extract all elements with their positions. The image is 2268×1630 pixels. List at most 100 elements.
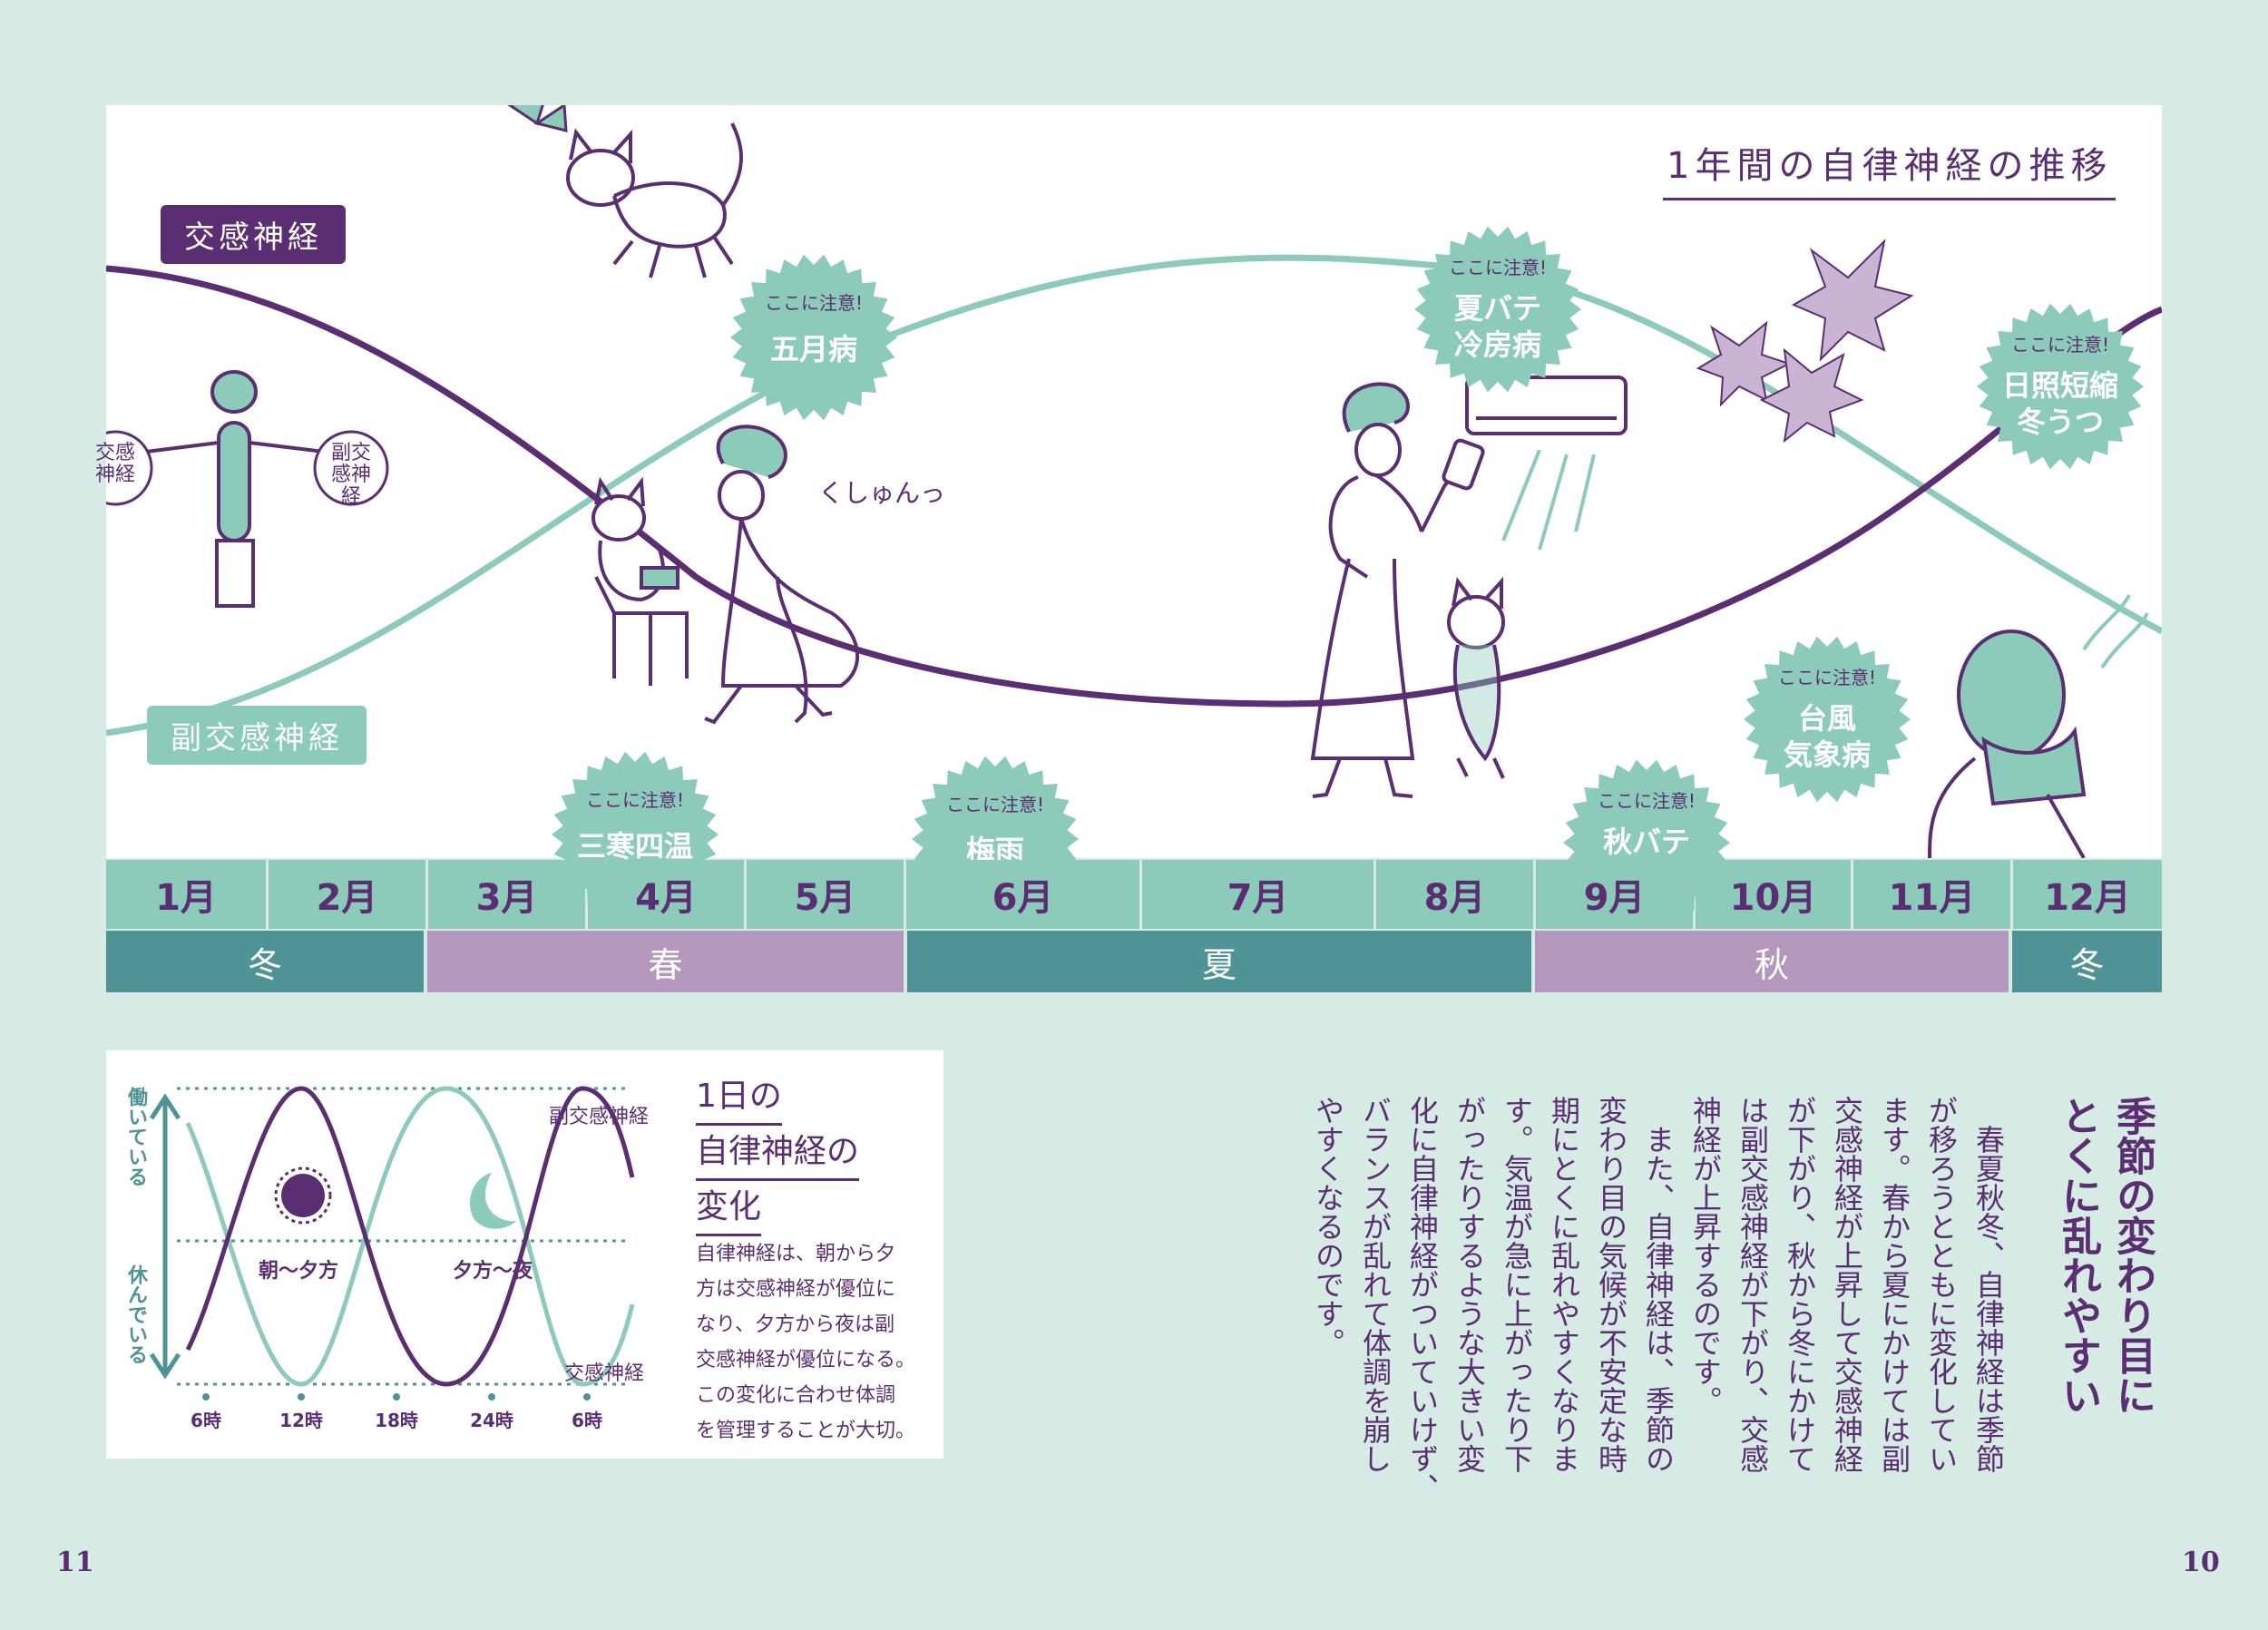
- moon-icon: [470, 1173, 516, 1229]
- daily-body-line: を管理することが大切。: [696, 1420, 916, 1442]
- article-column: は副交感神経が下がり、交感: [1735, 1096, 1770, 1473]
- article-column: 化に自律神経がついていけず、: [1405, 1096, 1440, 1502]
- caution-badge-text: 気象病: [1783, 737, 1871, 772]
- sneeze-text: くしゅんっ: [818, 478, 945, 508]
- caution-badge-header: ここに注意!: [585, 789, 685, 811]
- daily-body-line: この変化に合わせ体調: [696, 1384, 896, 1407]
- caution-badge: ここに注意! 夏バテ冷房病: [1414, 226, 1581, 393]
- caution-badge-text: 五月病: [769, 332, 857, 366]
- article-column: す。気温が急に上がったり下: [1500, 1096, 1534, 1473]
- daily-tick-label: 24時: [470, 1410, 513, 1431]
- daily-tick-label: 18時: [375, 1410, 418, 1431]
- annual-chart-svg: くしゅんっ: [106, 105, 2162, 858]
- daily-tick-label: 12時: [279, 1410, 323, 1431]
- sympathetic-annual-curve: [106, 265, 2162, 708]
- daily-tick-label: 6時: [572, 1410, 602, 1431]
- month-cell: 1月: [106, 860, 266, 929]
- article-column: 期にとくに乱れやすくなりま: [1547, 1096, 1581, 1473]
- daily-parasympathetic-label: 副交感神経: [549, 1106, 650, 1128]
- figure-right-circle: [313, 430, 389, 506]
- month-cell: 8月: [1376, 860, 1533, 929]
- tick-dots: [202, 1393, 591, 1401]
- winter-person-illustration: [1928, 594, 2149, 858]
- daily-body-line: 方は交感神経が優位に: [696, 1278, 896, 1301]
- article-body: 春夏秋冬、自律神経は季節が移ろうとともに変化しています。春から夏にかけては副交感…: [1311, 1096, 2012, 1522]
- month-cell: 6月: [906, 860, 1139, 929]
- daily-chart-panel: 働いている 休んでいる 副交感神経 交感神経 朝～夕方 夕方～夜 6時 12時 18…: [106, 1050, 943, 1459]
- annual-chart-title: 1年間の自律神経の推移: [1663, 136, 2116, 200]
- caution-badge: ここに注意! 台風気象病: [1744, 636, 1911, 803]
- shivering-cat-illustration: [1447, 576, 1505, 779]
- caution-badge-header: ここに注意!: [764, 292, 864, 314]
- axis-label-active: 働いている: [124, 1087, 147, 1186]
- article-column: が移ろうとともに変化してい: [1924, 1096, 1959, 1473]
- caution-badge-text: 台風: [1797, 701, 1856, 736]
- caution-badge-header: ここに注意!: [1777, 667, 1877, 688]
- month-cell: 10月: [1696, 860, 1851, 929]
- annual-chart-panel: くしゅんっ: [95, 105, 2162, 926]
- month-cell: 2月: [269, 860, 425, 929]
- daily-body-line: なり、夕方から夜は副: [696, 1313, 895, 1336]
- figure-left-circle: [106, 430, 153, 506]
- caution-badge-text: 夏バテ: [1453, 291, 1541, 326]
- caution-badge-text: 冷房病: [1453, 327, 1541, 362]
- article-heading-line-2: とくに乱れやすい: [2055, 1096, 2101, 1415]
- page-number-left: 11: [56, 1547, 94, 1578]
- season-cell: 春: [427, 931, 904, 992]
- daily-body-line: 交感神経が優位になる。: [696, 1349, 916, 1371]
- caution-badge-header: ここに注意!: [1448, 257, 1548, 278]
- caution-badge: ここに注意! 日照短縮冬うつ: [1977, 303, 2144, 470]
- caution-badge-text: 秋バテ: [1602, 825, 1690, 859]
- season-cell: 秋: [1535, 931, 2009, 992]
- caution-badge-header: ここに注意!: [2010, 334, 2110, 356]
- sneezing-woman-illustration: [704, 425, 859, 725]
- month-cell: 5月: [747, 860, 904, 929]
- walking-cat-illustration: [566, 122, 743, 278]
- daily-night-label: 夕方～夜: [453, 1260, 533, 1283]
- sun-icon: [274, 1166, 332, 1225]
- page-number-right: 10: [2182, 1547, 2220, 1578]
- daily-title-line-2: 自律神経の: [696, 1126, 860, 1181]
- balance-person-illustration: [123, 370, 347, 608]
- caution-badge-header: ここに注意!: [1597, 790, 1696, 812]
- parasympathetic-daily-curve: [185, 1086, 635, 1387]
- caution-badge-text: 三寒四温: [576, 829, 693, 864]
- article-column: やすくなるのです。: [1311, 1096, 1345, 1357]
- autumn-leaves-illustration: [1696, 238, 1914, 444]
- cat-on-chair-illustration: [591, 476, 689, 686]
- caution-badge-header: ここに注意!: [945, 794, 1045, 815]
- summer-woman-illustration: [1310, 382, 1485, 798]
- daily-sympathetic-label: 交感神経: [564, 1362, 645, 1385]
- daily-title-line-1: 1日の: [696, 1070, 782, 1126]
- daily-body-text: 自律神経は、朝から夕方は交感神経が優位になり、夕方から夜は副交感神経が優位になる…: [696, 1236, 915, 1449]
- month-cell: 12月: [2013, 860, 2162, 929]
- parasympathetic-tag: 副交感神経: [147, 706, 367, 765]
- article-heading-line-1: 季節の変わり目に: [2109, 1096, 2156, 1415]
- daily-title: 1日の 自律神経の 変化: [696, 1070, 860, 1236]
- article-heading: 季節の変わり目に とくに乱れやすい: [2050, 1096, 2159, 1477]
- caution-badge: ここに注意! 五月病: [730, 254, 897, 421]
- season-cell: 夏: [907, 931, 1531, 992]
- article-column: 交感神経が上昇して交感神経: [1830, 1096, 1864, 1473]
- daily-title-line-3: 変化: [696, 1181, 762, 1236]
- article-column: 変わり目の気候が不安定な時: [1594, 1096, 1628, 1473]
- month-cell: 3月: [428, 860, 585, 929]
- caution-badge-text: 日照短縮: [2001, 368, 2118, 403]
- season-cell: 冬: [106, 931, 424, 992]
- daily-tick-label: 6時: [191, 1410, 221, 1431]
- article-column: がったりするような大きい変: [1452, 1096, 1487, 1473]
- season-cell: 冬: [2012, 931, 2162, 992]
- month-cell: 4月: [588, 860, 744, 929]
- figure-label-left: 交感神経: [95, 442, 136, 486]
- caution-badge-text: 冬うつ: [2016, 405, 2104, 439]
- axis-label-rest: 休んでいる: [124, 1264, 147, 1364]
- month-cell: 7月: [1142, 860, 1374, 929]
- article-column: バランスが乱れて体調を崩し: [1358, 1096, 1393, 1473]
- article-column: 春夏秋冬、自律神経は季節: [1971, 1125, 2006, 1473]
- daily-day-label: 朝～夕方: [259, 1260, 339, 1283]
- sympathetic-tag: 交感神経: [161, 205, 346, 264]
- sympathetic-daily-curve: [185, 1086, 635, 1387]
- figure-label-right: 副交感神経: [331, 442, 372, 508]
- butterfly-icon: [507, 105, 568, 132]
- month-cell: 9月: [1536, 860, 1693, 929]
